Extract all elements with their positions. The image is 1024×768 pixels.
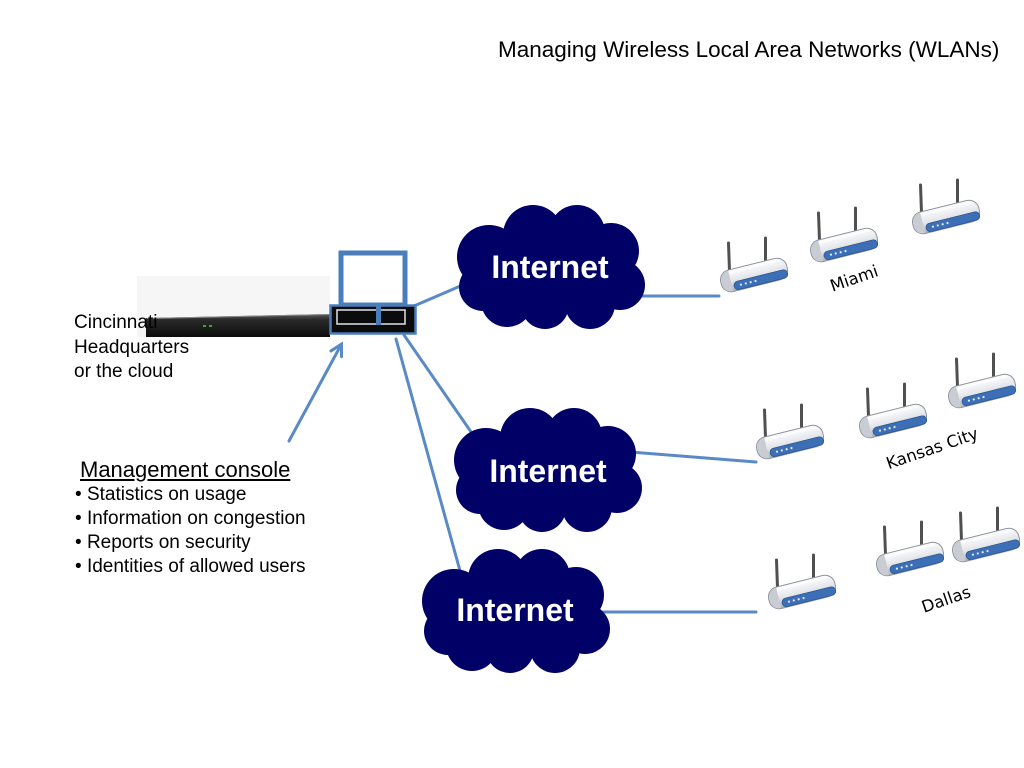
wireless-router-icon	[910, 178, 982, 238]
site-dallas: Dallas	[766, 506, 1022, 617]
link-internet-2-to-kansas-city	[628, 450, 758, 464]
feature-item: Information on congestion	[75, 507, 306, 531]
laptop-hinge	[376, 303, 381, 325]
headquarters-label-line: Headquarters	[74, 336, 190, 358]
slide-title: Managing Wireless Local Area Networks (W…	[498, 37, 1000, 62]
wireless-router-icon	[857, 382, 929, 442]
link-console-to-internet-3	[394, 337, 464, 580]
wireless-router-icon	[808, 206, 880, 266]
site-miami: Miami	[718, 178, 982, 296]
laptop-keyboard	[336, 309, 406, 325]
cloud-label: Internet	[489, 453, 607, 489]
laptop-screen	[338, 250, 408, 308]
feature-item: Reports on security	[75, 531, 306, 555]
wireless-router-icon	[946, 352, 1018, 412]
headquarters-label-line: Cincinnati	[74, 312, 158, 333]
management-console-features: Statistics on usage Information on conge…	[75, 483, 306, 579]
feature-item: Identities of allowed users	[75, 555, 306, 579]
wireless-router-icon	[718, 236, 790, 296]
internet-cloud-1: Internet	[457, 205, 645, 329]
wireless-router-icon	[950, 506, 1022, 566]
internet-cloud-2: Internet	[454, 408, 642, 532]
management-console-heading: Management console	[80, 457, 291, 482]
link-console-to-internet-2	[402, 333, 480, 444]
site-kansas-city: Kansas City	[754, 352, 1018, 473]
wireless-router-icon	[874, 520, 946, 580]
headquarters-label-line: or the cloud	[74, 361, 174, 382]
cloud-label: Internet	[491, 249, 609, 285]
headquarters-label: Cincinnati Headquarters or the cloud	[74, 311, 189, 385]
laptop-icon	[329, 250, 417, 335]
site-label-dallas: Dallas	[919, 582, 973, 616]
wireless-router-icon	[766, 553, 838, 613]
wireless-router-icon	[754, 403, 826, 463]
rack-server-icon	[137, 276, 330, 337]
arrow-icon	[287, 345, 341, 443]
site-label-miami: Miami	[828, 261, 881, 295]
internet-cloud-3: Internet	[422, 549, 610, 673]
feature-item: Statistics on usage	[75, 483, 306, 507]
cloud-label: Internet	[456, 592, 574, 628]
